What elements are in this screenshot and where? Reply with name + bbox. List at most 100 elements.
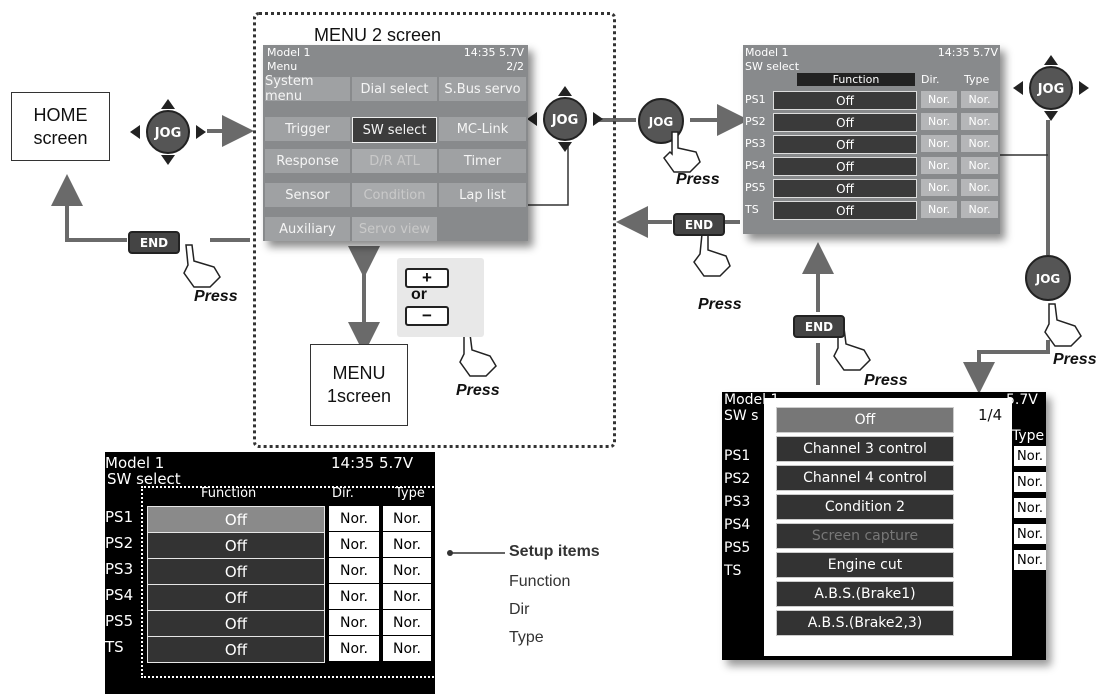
dir-cell[interactable]: Nor.	[329, 610, 379, 635]
function-option[interactable]: Engine cut	[776, 552, 954, 578]
menu-item-sbus-servo[interactable]: S.Bus servo	[439, 77, 526, 101]
function-cell[interactable]: Off	[773, 179, 917, 198]
row-label: TS	[105, 638, 124, 656]
menu-item-auxiliary[interactable]: Auxiliary	[265, 217, 350, 241]
model-name: Model 1	[745, 46, 789, 59]
function-cell[interactable]: Off	[147, 506, 325, 533]
function-cell[interactable]: Off	[773, 91, 917, 110]
function-cell[interactable]: Off	[773, 113, 917, 132]
type-cell[interactable]: Nor.	[383, 584, 431, 609]
menu-item-system-menu[interactable]: System menu	[265, 74, 350, 104]
setup-item-function: Function	[509, 573, 571, 590]
hand-icon	[1043, 302, 1087, 348]
function-cell[interactable]: Off	[773, 135, 917, 154]
function-option[interactable]: Channel 4 control	[776, 465, 954, 491]
home-screen-box: HOME screen	[11, 92, 110, 161]
function-option[interactable]: Off	[776, 407, 954, 433]
type-cell[interactable]: Nor.	[961, 157, 998, 174]
type-cell[interactable]: Nor.	[1014, 550, 1046, 570]
function-option[interactable]: Screen capture	[776, 523, 954, 549]
status-text: 5.7V	[1006, 392, 1038, 408]
menu-item-sw-select[interactable]: SW select	[352, 117, 437, 143]
function-cell[interactable]: Off	[147, 532, 325, 559]
type-cell[interactable]: Nor.	[383, 610, 431, 635]
menu-item-dial-select[interactable]: Dial select	[352, 77, 437, 101]
type-cell[interactable]: Nor.	[1014, 446, 1046, 466]
dir-header: Dir.	[921, 73, 940, 86]
type-cell[interactable]: Nor.	[1014, 524, 1046, 544]
row-label: PS2	[745, 115, 766, 128]
svg-text:JOG: JOG	[551, 113, 579, 128]
dir-cell[interactable]: Nor.	[921, 135, 957, 152]
screen-title: SW select	[107, 470, 181, 488]
menu-item-mc-link[interactable]: MC-Link	[439, 117, 526, 141]
type-cell[interactable]: Nor.	[961, 179, 998, 196]
svg-text:JOG: JOG	[1037, 82, 1065, 97]
function-option[interactable]: A.B.S.(Brake2,3)	[776, 610, 954, 636]
dir-cell[interactable]: Nor.	[329, 584, 379, 609]
menu-item-timer[interactable]: Timer	[439, 149, 526, 173]
menu2-frame	[253, 12, 616, 448]
press-label: Press	[1053, 351, 1097, 368]
menu-item-dr-atl[interactable]: D/R ATL	[352, 149, 437, 173]
screen-title: Menu	[267, 60, 298, 73]
plus-minus-keys: + or −	[397, 258, 484, 337]
function-cell[interactable]: Off	[773, 157, 917, 176]
type-cell[interactable]: Nor.	[961, 135, 998, 152]
row-label: PS5	[745, 181, 766, 194]
hand-icon	[660, 128, 704, 174]
type-header: Type	[964, 73, 990, 86]
svg-text:JOG: JOG	[648, 115, 674, 129]
row-label: PS1	[105, 508, 134, 526]
function-cell[interactable]: Off	[147, 636, 325, 663]
model-name: Model 1	[105, 454, 165, 472]
row-label: PS2	[724, 471, 751, 487]
menu-item-trigger[interactable]: Trigger	[265, 117, 350, 141]
menu2-caption: MENU 2 screen	[314, 25, 442, 45]
type-cell[interactable]: Nor.	[383, 532, 431, 557]
function-option[interactable]: A.B.S.(Brake1)	[776, 581, 954, 607]
hand-icon	[456, 332, 500, 378]
sw-select-screen: Model 1 14:35 5.7V SW select Function Di…	[743, 45, 1000, 234]
dir-cell[interactable]: Nor.	[921, 201, 957, 218]
dir-cell[interactable]: Nor.	[921, 157, 957, 174]
dir-cell[interactable]: Nor.	[329, 506, 379, 531]
function-cell[interactable]: Off	[147, 558, 325, 585]
dir-cell[interactable]: Nor.	[329, 532, 379, 557]
home-box-line1: HOME	[33, 104, 88, 125]
jog-icon: JOG	[130, 99, 206, 165]
hand-icon	[180, 243, 224, 289]
press-label: Press	[676, 171, 720, 188]
type-cell[interactable]: Nor.	[383, 558, 431, 583]
model-name: Model 1	[267, 46, 311, 59]
function-option[interactable]: Condition 2	[776, 494, 954, 520]
menu-item-sensor[interactable]: Sensor	[265, 183, 350, 207]
dir-cell[interactable]: Nor.	[921, 91, 957, 108]
row-label: PS4	[745, 159, 766, 172]
menu1-box-line1: MENU	[332, 363, 386, 383]
type-cell[interactable]: Nor.	[1014, 498, 1046, 518]
function-cell[interactable]: Off	[773, 201, 917, 220]
dir-cell[interactable]: Nor.	[329, 636, 379, 661]
row-label: PS5	[724, 540, 751, 556]
dir-cell[interactable]: Nor.	[329, 558, 379, 583]
dir-cell[interactable]: Nor.	[921, 113, 957, 130]
menu-item-servo-view[interactable]: Servo view	[352, 217, 437, 241]
plus-icon: +	[405, 268, 449, 288]
press-label: Press	[194, 288, 238, 305]
menu-item-condition[interactable]: Condition	[352, 183, 437, 207]
setup-item-type: Type	[509, 629, 544, 646]
function-option[interactable]: Channel 3 control	[776, 436, 954, 462]
setup-items-outline	[141, 486, 441, 678]
menu-item-lap-list[interactable]: Lap list	[439, 183, 526, 207]
type-cell[interactable]: Nor.	[961, 201, 998, 218]
menu-item-response[interactable]: Response	[265, 149, 350, 173]
menu1-box-line2: 1screen	[326, 386, 392, 406]
dir-cell[interactable]: Nor.	[921, 179, 957, 196]
type-cell[interactable]: Nor.	[383, 636, 431, 661]
type-cell[interactable]: Nor.	[961, 91, 998, 108]
type-cell[interactable]: Nor.	[961, 113, 998, 130]
type-cell[interactable]: Nor.	[1014, 472, 1046, 492]
row-label: TS	[724, 563, 742, 579]
type-cell[interactable]: Nor.	[383, 506, 431, 531]
